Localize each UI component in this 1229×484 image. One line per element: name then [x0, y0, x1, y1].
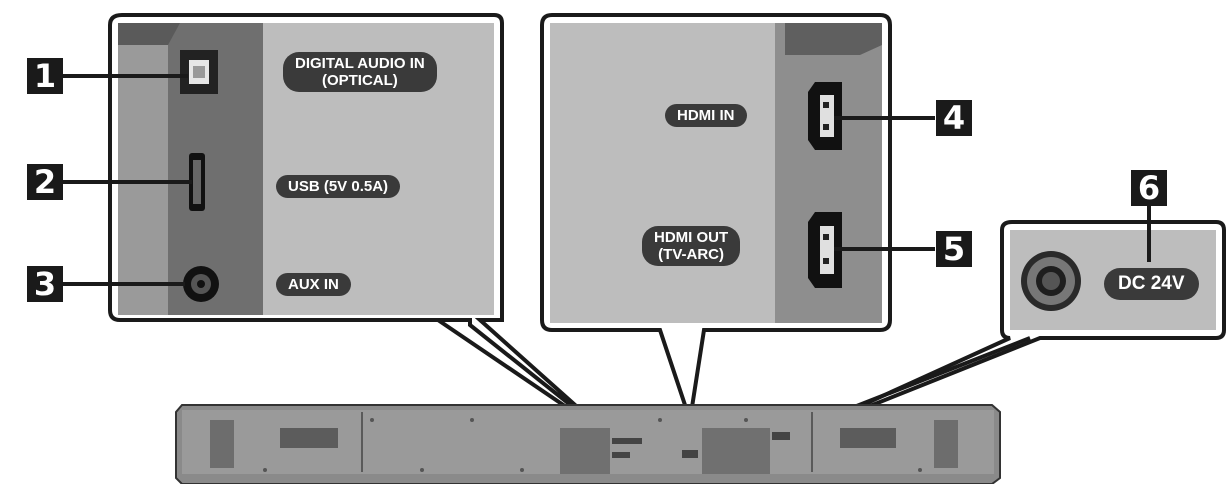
middle-panel-group — [540, 13, 935, 421]
callout-number-6: 6 — [1131, 170, 1167, 206]
label-line: DIGITAL AUDIO IN — [295, 55, 425, 72]
callout-number-4: 4 — [936, 100, 972, 136]
label-line: (OPTICAL) — [321, 72, 398, 89]
optical-port — [180, 50, 218, 94]
dc-port — [1021, 251, 1081, 311]
soundbar — [175, 404, 1001, 484]
hdmi-in-port — [808, 82, 842, 150]
callout-number-3: 3 — [27, 266, 63, 302]
label-aux-in: AUX IN — [276, 273, 351, 296]
callout-number-5: 5 — [936, 231, 972, 267]
callout-number-1: 1 — [27, 58, 63, 94]
label-dc-24v: DC 24V — [1104, 268, 1199, 300]
label-line: HDMI OUT — [654, 229, 729, 246]
callout-number-2: 2 — [27, 164, 63, 200]
label-usb: USB (5V 0.5A) — [276, 175, 401, 198]
hdmi-out-port — [808, 212, 842, 288]
aux-port — [183, 266, 219, 302]
label-hdmi-out: HDMI OUT (TV-ARC) — [642, 226, 741, 266]
label-digital-audio-in: DIGITAL AUDIO IN (OPTICAL) — [283, 52, 437, 92]
label-hdmi-in: HDMI IN — [665, 104, 747, 127]
label-line: (TV-ARC) — [658, 246, 724, 263]
usb-port — [189, 153, 205, 211]
